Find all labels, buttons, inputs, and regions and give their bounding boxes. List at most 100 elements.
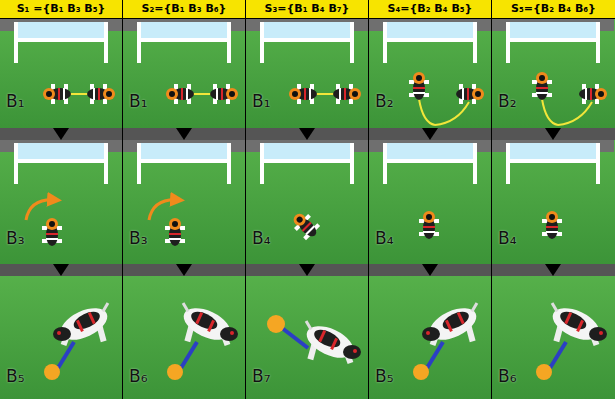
ball xyxy=(267,315,285,333)
field xyxy=(369,19,491,128)
sequence-arrow xyxy=(422,128,438,140)
field xyxy=(369,276,491,399)
column-art xyxy=(123,0,245,399)
sequence-header: S₃={B₁ B₄ B₇} xyxy=(246,0,368,18)
behaviour-panel: B₄ xyxy=(246,140,368,264)
behaviour-label: B₅ xyxy=(6,366,24,386)
sequence-arrow xyxy=(545,264,561,276)
behaviour-panel: B₂ xyxy=(369,19,491,128)
sequence-column: S₄={B₂ B₄ B₅} B₂ B₄ B₅ xyxy=(369,0,491,399)
divider xyxy=(369,264,491,276)
sequence-arrow xyxy=(299,264,315,276)
field xyxy=(492,276,615,399)
pass-line xyxy=(419,99,435,125)
behaviour-panel: B₃ xyxy=(123,140,245,264)
sequence-column: S₅={B₂ B₄ B₆} B₂ B₄ B₆ xyxy=(492,0,615,399)
behaviour-label: B₅ xyxy=(375,366,393,386)
ball xyxy=(44,364,60,380)
field xyxy=(369,140,491,264)
divider xyxy=(0,128,122,140)
behaviour-panel: B₄ xyxy=(492,140,614,264)
ball xyxy=(536,364,552,380)
field xyxy=(123,140,245,264)
sequence-header: S₁ ={B₁ B₃ B₅} xyxy=(0,0,122,18)
field xyxy=(0,140,122,264)
sequence-header: S₅={B₂ B₄ B₆} xyxy=(492,0,615,18)
divider xyxy=(246,128,368,140)
column-art xyxy=(246,0,368,399)
field xyxy=(246,276,368,399)
header-band xyxy=(0,0,122,18)
header-band xyxy=(123,0,245,18)
divider xyxy=(246,264,368,276)
sequence-arrow xyxy=(53,128,69,140)
header-band xyxy=(369,0,491,18)
behaviour-label: B₁ xyxy=(129,91,147,111)
behaviour-label: B₆ xyxy=(498,366,516,386)
behaviour-label: B₁ xyxy=(252,91,270,111)
behaviour-label: B₆ xyxy=(129,366,147,386)
ball xyxy=(413,364,429,380)
sequence-arrow xyxy=(176,264,192,276)
divider xyxy=(123,264,245,276)
behaviour-label: B₃ xyxy=(129,228,147,248)
sequence-arrow xyxy=(176,128,192,140)
column-art xyxy=(492,0,615,399)
field xyxy=(123,19,245,128)
ball xyxy=(167,364,183,380)
sequence-arrow xyxy=(545,128,561,140)
behaviour-label: B₁ xyxy=(6,91,24,111)
divider xyxy=(123,128,245,140)
turn-arrow xyxy=(26,200,56,220)
behaviour-panel: B₅ xyxy=(0,276,122,399)
field xyxy=(123,276,245,399)
divider xyxy=(0,264,122,276)
field xyxy=(492,140,615,264)
pass-line xyxy=(542,99,558,125)
behaviour-panel: B₆ xyxy=(492,276,614,399)
behaviour-label: B₂ xyxy=(498,91,516,111)
field xyxy=(246,140,368,264)
sequence-column: S₃={B₁ B₄ B₇} B₁ B₄ B₇ xyxy=(246,0,368,399)
sequence-arrow xyxy=(422,264,438,276)
kick-line xyxy=(282,328,308,348)
header-band xyxy=(492,0,615,18)
sequence-column: S₂={B₁ B₃ B₆} B₁ B₃ B₆ xyxy=(123,0,245,399)
behaviour-panel: B₁ xyxy=(0,19,122,128)
kick-line xyxy=(181,342,197,368)
divider xyxy=(369,128,491,140)
behaviour-panel: B₃ xyxy=(0,140,122,264)
column-art xyxy=(0,0,122,399)
behaviour-label: B₃ xyxy=(6,228,24,248)
sequence-column: S₁ ={B₁ B₃ B₅} B₁ B₃ B₅ xyxy=(0,0,122,399)
behaviour-label: B₂ xyxy=(375,91,393,111)
field xyxy=(0,276,122,399)
field xyxy=(246,19,368,128)
behaviour-panel: B₄ xyxy=(369,140,491,264)
sequence-header: S₄={B₂ B₄ B₅} xyxy=(369,0,491,18)
behaviour-label: B₄ xyxy=(375,228,393,248)
pass-line xyxy=(558,102,592,125)
field xyxy=(492,19,615,128)
pass-line xyxy=(435,102,469,125)
column-art xyxy=(369,0,491,399)
behaviour-label: B₇ xyxy=(252,366,270,386)
field xyxy=(0,19,122,128)
header-band xyxy=(246,0,368,18)
behaviour-label: B₄ xyxy=(252,228,270,248)
kick-line xyxy=(550,342,566,368)
sequence-arrow xyxy=(53,264,69,276)
sequence-header: S₂={B₁ B₃ B₆} xyxy=(123,0,245,18)
divider xyxy=(492,128,615,140)
behaviour-panel: B₇ xyxy=(246,276,368,399)
behaviour-panel: B₁ xyxy=(123,19,245,128)
behaviour-panel: B₅ xyxy=(369,276,491,399)
behaviour-panel: B₂ xyxy=(492,19,614,128)
sequence-arrow xyxy=(299,128,315,140)
behaviour-label: B₄ xyxy=(498,228,516,248)
behaviour-panel: B₁ xyxy=(246,19,368,128)
